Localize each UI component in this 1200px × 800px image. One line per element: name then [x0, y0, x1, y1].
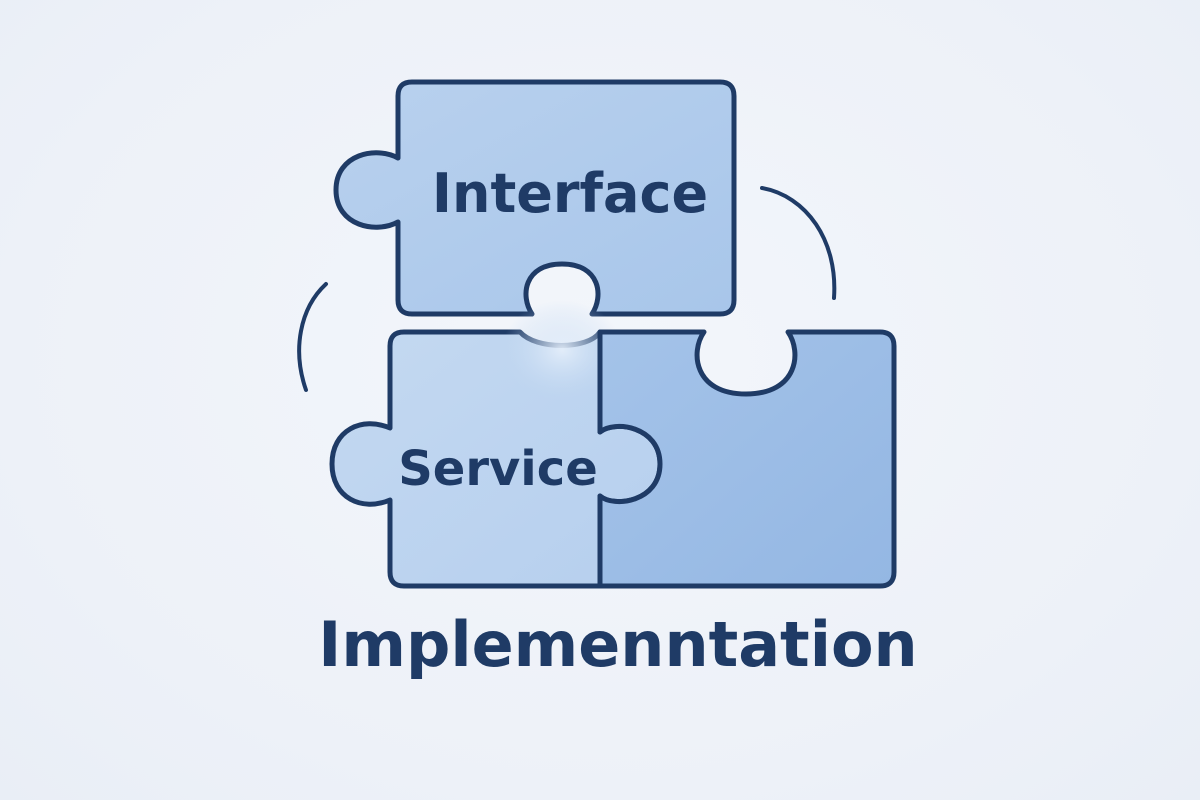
interface-label: Interface — [432, 162, 708, 225]
right-arc — [760, 186, 837, 300]
left-arc — [297, 282, 328, 392]
implementation-caption: Implemenntation — [318, 608, 917, 681]
implementation-piece-shape — [597, 329, 897, 589]
implementation-piece — [597, 329, 897, 589]
service-label: Service — [398, 441, 598, 497]
interface-piece-shape — [333, 79, 737, 317]
service-glow — [502, 300, 622, 400]
interface-piece: Interface — [333, 79, 737, 317]
